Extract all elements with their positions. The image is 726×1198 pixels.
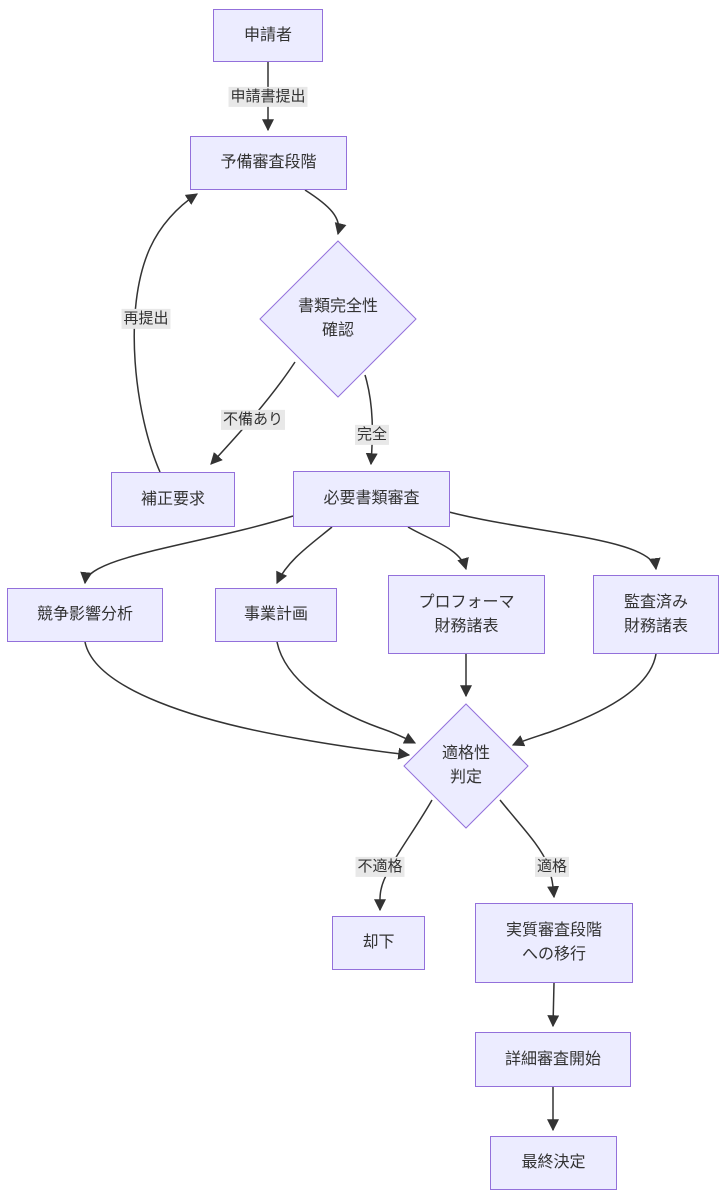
- edge-eligibility-reject: [373, 799, 433, 912]
- node-substantive: 実質審査段階 への移行: [475, 903, 633, 983]
- node-preliminary: 予備審査段階: [190, 136, 347, 190]
- diamond-shape: [403, 703, 529, 829]
- node-reject-label: 却下: [362, 934, 395, 951]
- node-eligibility-label-line1: 適格性: [441, 745, 490, 762]
- node-completeness-label-line2: 確認: [321, 322, 354, 339]
- node-audited: 監査済み 財務諸表: [593, 575, 719, 654]
- edge-label-complete: 完全: [354, 424, 390, 446]
- edge-docreview-proforma: [407, 526, 469, 571]
- edge-correction-preliminary: [133, 193, 199, 473]
- node-audited-label-line1: 監査済み: [623, 593, 688, 611]
- node-eligibility: 適格性 判定: [403, 703, 529, 829]
- diamond-shape: [259, 240, 417, 398]
- node-applicant-label: 申請者: [243, 26, 292, 44]
- node-proforma-label-line1: プロフォーマ: [418, 593, 515, 611]
- node-correction-label: 補正要求: [140, 490, 205, 508]
- node-detailed-label: 詳細審査開始: [504, 1050, 601, 1068]
- node-bizplan: 事業計画: [215, 588, 337, 642]
- node-docreview: 必要書類審査: [293, 471, 450, 527]
- node-substantive-label-line1: 実質審査段階: [505, 922, 602, 939]
- node-proforma: プロフォーマ 財務諸表: [388, 575, 545, 654]
- edge-docreview-audited: [448, 511, 661, 571]
- node-completeness-label-line1: 書類完全性: [297, 298, 378, 315]
- node-audited-label-line2: 財務諸表: [623, 617, 688, 635]
- edge-docreview-competition: [80, 515, 294, 585]
- edge-substantive-detailed: [547, 982, 560, 1028]
- node-bizplan-label: 事業計画: [243, 606, 308, 623]
- node-reject: 却下: [332, 916, 425, 970]
- node-final-label: 最終決定: [521, 1154, 586, 1171]
- edge-completeness-docreview: [364, 374, 378, 466]
- edge-bizplan-eligibility: [276, 641, 417, 744]
- node-substantive-label-line2: への移行: [521, 946, 586, 963]
- edge-label-deficient: 不備あり: [220, 409, 286, 431]
- node-correction: 補正要求: [111, 472, 235, 527]
- node-completeness: 書類完全性 確認: [259, 240, 417, 398]
- edge-label-eligible: 適格: [534, 856, 570, 878]
- node-competition-label: 競争影響分析: [36, 606, 133, 623]
- edge-docreview-bizplan: [276, 526, 333, 585]
- node-preliminary-label: 予備審査段階: [220, 154, 317, 171]
- edge-label-ineligible: 不適格: [355, 856, 405, 878]
- node-docreview-label: 必要書類審査: [323, 490, 420, 507]
- node-proforma-label-line2: 財務諸表: [434, 617, 499, 635]
- node-detailed: 詳細審査開始: [475, 1032, 631, 1087]
- node-final: 最終決定: [490, 1136, 617, 1190]
- edge-competition-eligibility: [84, 641, 411, 760]
- edge-label-resubmit: 再提出: [121, 308, 171, 330]
- edge-label-application-submit: 申請書提出: [228, 86, 308, 108]
- edge-preliminary-completeness: [304, 189, 347, 236]
- edge-audited-eligibility: [511, 653, 657, 747]
- node-competition: 競争影響分析: [7, 588, 163, 642]
- node-applicant: 申請者: [213, 9, 323, 62]
- node-eligibility-label-line2: 判定: [449, 769, 482, 786]
